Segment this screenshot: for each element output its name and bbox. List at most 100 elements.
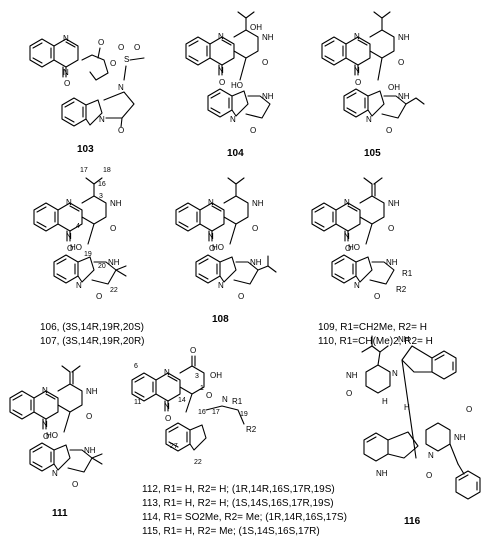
atom-n: N	[42, 386, 48, 395]
atom-n: N	[99, 115, 105, 124]
caption-107: 107, (3S,14R,19R,20R)	[40, 336, 145, 347]
atom-o: O	[219, 78, 225, 87]
atom-number-4: 4	[76, 223, 80, 230]
atom-n: N	[63, 68, 69, 77]
atom-nh: NH	[262, 33, 274, 42]
atom-ho: HO	[348, 243, 360, 252]
atom-o: O	[72, 480, 78, 489]
atom-o: O	[67, 244, 73, 253]
atom-nh: NH	[398, 335, 410, 344]
atom-n: N	[76, 281, 82, 290]
atom-number-14: 14	[178, 397, 186, 404]
atom-n: N	[164, 368, 170, 377]
atom-o: O	[262, 58, 268, 67]
atom-nh: NH	[262, 92, 274, 101]
atom-nh: NH	[388, 199, 400, 208]
atom-o: O	[110, 224, 116, 233]
atom-ho: HO	[212, 243, 224, 252]
atom-o: O	[206, 391, 212, 400]
atom-number-11: 11	[134, 399, 141, 406]
atom-oh: OH	[210, 371, 222, 380]
atom-number-1: 1	[200, 385, 204, 392]
atom-nh: NH	[108, 258, 120, 267]
atom-o: O	[374, 292, 380, 301]
caption-114: 114, R1= SO2Me, R2= Me; (1R,14R,16S,17S)	[142, 512, 347, 523]
atom-n: N	[164, 402, 170, 411]
atom-o: O	[118, 126, 124, 135]
atom-ho: HO	[46, 431, 58, 440]
atom-number-19: 19	[84, 251, 92, 258]
atom-nh: NH	[84, 446, 96, 455]
atom-nh: NH	[86, 387, 98, 396]
atom-o: O	[345, 244, 351, 253]
atom-n: N	[66, 232, 72, 241]
compound-106: N N O 17 18 16 3 4 NH O HO 19 20 NH 22 N…	[33, 167, 145, 347]
atom-n: N	[208, 198, 214, 207]
atom-n: N	[63, 34, 69, 43]
atom-number-6: 6	[134, 363, 138, 370]
atom-r2: R2	[246, 425, 257, 434]
atom-o: O	[355, 78, 361, 87]
compound-116: NH O N NH H NH H N O NH O 116	[346, 335, 481, 527]
atom-number-19: 19	[240, 411, 248, 418]
atom-o: O	[96, 292, 102, 301]
atom-nh: NH	[110, 199, 122, 208]
compound-111: N N O NH O HO NH N O 111	[9, 365, 103, 519]
atom-number-22: 22	[110, 287, 118, 294]
atom-r1: R1	[232, 397, 243, 406]
atom-number-27: 27	[170, 443, 178, 450]
atom-o: O	[386, 126, 392, 135]
atom-nh: NH	[398, 33, 410, 42]
atom-number-18: 18	[103, 167, 111, 174]
atom-n: N	[344, 232, 350, 241]
atom-n: N	[354, 281, 360, 290]
atom-nh: NH	[398, 92, 410, 101]
compound-label-111: 111	[52, 508, 68, 519]
atom-o: O	[209, 244, 215, 253]
atom-oh: OH	[388, 83, 400, 92]
atom-s: S	[124, 55, 129, 64]
compound-label-105: 105	[364, 148, 381, 159]
caption-115: 115, R1= H, R2= Me; (1S,14S,16S,17R)	[142, 526, 320, 537]
atom-nh: NH	[250, 258, 262, 267]
atom-o: O	[86, 412, 92, 421]
compound-label-116: 116	[404, 516, 421, 527]
atom-number-16: 16	[198, 409, 206, 416]
compound-108: N N O NH O HO NH N O 108	[175, 177, 277, 325]
atom-nh: NH	[454, 433, 466, 442]
atom-n: N	[354, 32, 360, 41]
caption-113: 113, R1= H, R2= H; (1S,14S,16S,17R,19S)	[142, 498, 334, 509]
atom-nh: NH	[252, 199, 264, 208]
atom-number-17: 17	[80, 167, 88, 174]
compound-103: N N O O O N S O O N O 103	[29, 34, 145, 155]
atom-o: O	[110, 59, 116, 68]
atom-n: N	[344, 198, 350, 207]
atom-n: N	[218, 32, 224, 41]
compound-label-108: 108	[212, 314, 229, 325]
compound-104: N N O NH OH O HO NH N O 104	[185, 11, 274, 159]
atom-n: N	[218, 66, 224, 75]
caption-109: 109, R1=CH2Me, R2= H	[318, 322, 427, 333]
atom-n: N	[354, 66, 360, 75]
atom-nh: NH	[346, 371, 358, 380]
atom-n: N	[222, 395, 228, 404]
atom-o: O	[134, 43, 140, 52]
atom-o: O	[165, 414, 171, 423]
atom-o: O	[238, 292, 244, 301]
atom-r2: R2	[396, 285, 407, 294]
atom-r1: R1	[402, 269, 413, 278]
atom-o: O	[118, 43, 124, 52]
atom-number-22: 22	[194, 459, 202, 466]
atom-nh: NH	[386, 258, 398, 267]
compound-label-104: 104	[227, 148, 244, 159]
atom-o: O	[252, 224, 258, 233]
atom-n: N	[392, 369, 398, 378]
atom-o: O	[43, 432, 49, 441]
atom-n: N	[66, 198, 72, 207]
atom-nh: NH	[376, 469, 388, 478]
compound-109: N N O NH O HO NH R1 R2 N O 109, R1=CH2Me…	[311, 177, 433, 347]
compound-112: N N O 6 11 O 3 1 OH O 14 16 17 N R1 19 R…	[131, 346, 347, 537]
atom-o: O	[250, 126, 256, 135]
atom-n: N	[366, 115, 372, 124]
